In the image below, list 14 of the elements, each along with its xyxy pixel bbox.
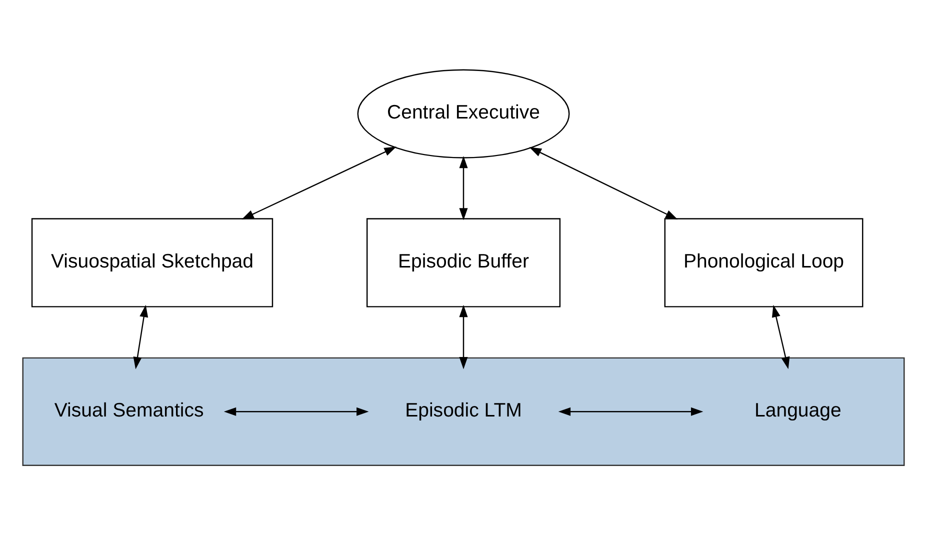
arrow (224, 407, 369, 416)
node-text: Visual Semantics (54, 399, 204, 422)
arrow (558, 407, 704, 416)
node-text: Language (754, 399, 842, 422)
node-text: Episodic LTM (405, 399, 522, 422)
node-box: Visuospatial Sketchpad (31, 218, 274, 308)
arrow (133, 304, 148, 370)
arrow (529, 147, 678, 220)
arrow (242, 146, 396, 220)
arrow (459, 156, 468, 220)
arrow (772, 304, 790, 370)
node-box: Phonological Loop (664, 218, 864, 308)
arrow (459, 304, 468, 370)
node-box: Episodic Buffer (366, 218, 561, 308)
